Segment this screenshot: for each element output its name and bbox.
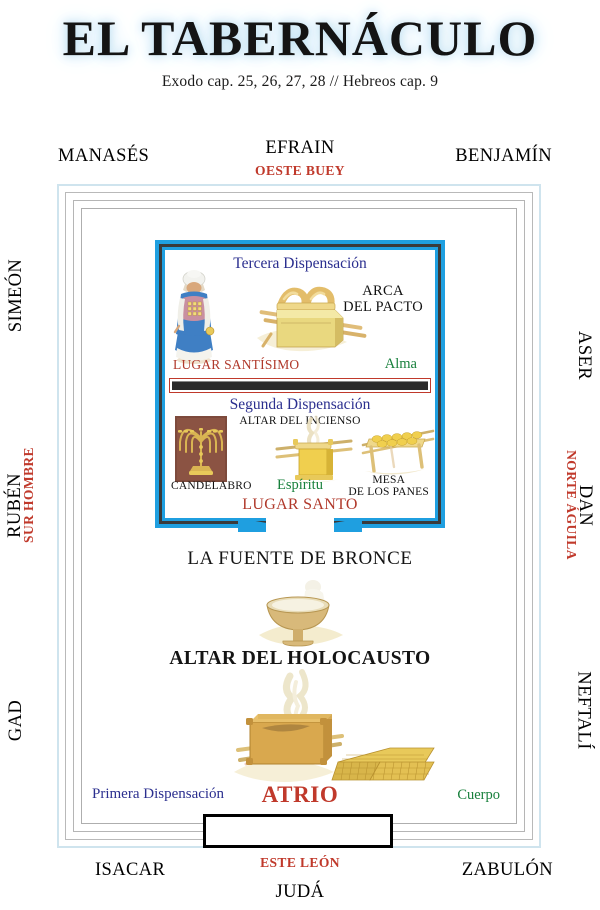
sanctuary-structure: Tercera Dispensación: [155, 240, 445, 532]
tribe-label-juda: JUDÁ: [275, 882, 325, 902]
tribe-label-ruben: RUBÉN: [4, 472, 25, 538]
sanctuary-frame-dark: Tercera Dispensación: [159, 244, 441, 524]
tribe-label-efrain: EFRAIN: [265, 138, 335, 158]
tribe-label-benjamin: BENJAMÍN: [455, 146, 552, 166]
menorah-icon: [175, 416, 227, 482]
courtyard-entrance-gate: [203, 814, 393, 848]
holy-place-chamber: Segunda Dispensación ALTAR DEL INCIENSO: [165, 393, 435, 513]
courtyard-label: ATRIO: [261, 782, 339, 807]
tribe-label-dan-box: DAN: [570, 460, 600, 550]
showbread-table-label: MESA DE LOS PANES: [348, 474, 429, 499]
showbread-table-label-line1: MESA: [372, 473, 406, 486]
holy-of-holies-chamber: Tercera Dispensación: [165, 250, 435, 377]
holy-of-holies-label: LUGAR SANTÍSIMO: [173, 357, 300, 372]
tribe-label-manases: MANASÉS: [58, 146, 150, 166]
soul-aspect-label: Alma: [384, 356, 417, 372]
veil-bar: [172, 381, 428, 390]
bronze-laver-label: LA FUENTE DE BRONCE: [187, 548, 413, 569]
tribe-label-isacar: ISACAR: [95, 860, 166, 880]
body-aspect-label: Cuerpo: [457, 787, 500, 803]
bronze-laver-icon: [253, 573, 349, 651]
burnt-offering-altar-icon: [232, 669, 435, 798]
tribe-label-aser-box: ASER: [568, 300, 598, 410]
first-dispensation-label: Primera Dispensación: [92, 786, 225, 802]
tribe-label-neftali: NEFTALÍ: [573, 670, 594, 750]
sanctuary-interior: Tercera Dispensación: [165, 250, 435, 518]
inner-veil: [169, 378, 431, 393]
second-dispensation-label: Segunda Dispensación: [229, 396, 371, 413]
holy-place-label: LUGAR SANTO: [242, 496, 358, 513]
ark-of-covenant-icon: [255, 274, 373, 356]
burnt-altar-label: ALTAR DEL HOLOCAUSTO: [169, 648, 431, 669]
ark-label-line1: ARCA: [362, 283, 404, 299]
incense-altar-icon: [275, 415, 353, 487]
showbread-table-icon: [361, 419, 435, 481]
tribe-label-zabulon: ZABULÓN: [461, 860, 553, 880]
direction-label-west: OESTE BUEY: [255, 163, 345, 178]
direction-label-east: ESTE LEÓN: [260, 855, 340, 870]
tribe-label-aser: ASER: [573, 330, 594, 380]
tribe-label-ruben-box: RUBÉN: [0, 450, 30, 560]
tribe-label-gad: GAD: [6, 699, 27, 741]
sanctuary-frame-blue: Tercera Dispensación: [162, 247, 438, 521]
spirit-aspect-label: Espíritu: [277, 477, 323, 493]
tribe-label-simeon-box: SIMEÓN: [2, 240, 32, 350]
incense-altar-label: ALTAR DEL INCIENSO: [239, 415, 361, 427]
sanctuary-entrance-gap: [266, 518, 334, 532]
ark-label: ARCA DEL PACTO: [343, 283, 423, 315]
page-title: EL TABERNÁCULO: [62, 10, 538, 66]
tribe-label-simeon: SIMEÓN: [6, 258, 27, 332]
header: EL TABERNÁCULO Exodo cap. 25, 26, 27, 28…: [0, 12, 600, 91]
lampstand-label: CANDELABRO: [171, 480, 252, 492]
high-priest-icon: [171, 268, 217, 364]
third-dispensation-label: Tercera Dispensación: [233, 255, 367, 272]
tribe-label-dan: DAN: [575, 484, 596, 526]
ark-label-line2: DEL PACTO: [343, 299, 423, 316]
bronze-grate-icon: [331, 747, 435, 781]
page-subtitle: Exodo cap. 25, 26, 27, 28 // Hebreos cap…: [161, 72, 439, 90]
tribe-label-gad-box: GAD: [2, 675, 32, 765]
showbread-table-label-line2: DE LOS PANES: [348, 486, 429, 499]
